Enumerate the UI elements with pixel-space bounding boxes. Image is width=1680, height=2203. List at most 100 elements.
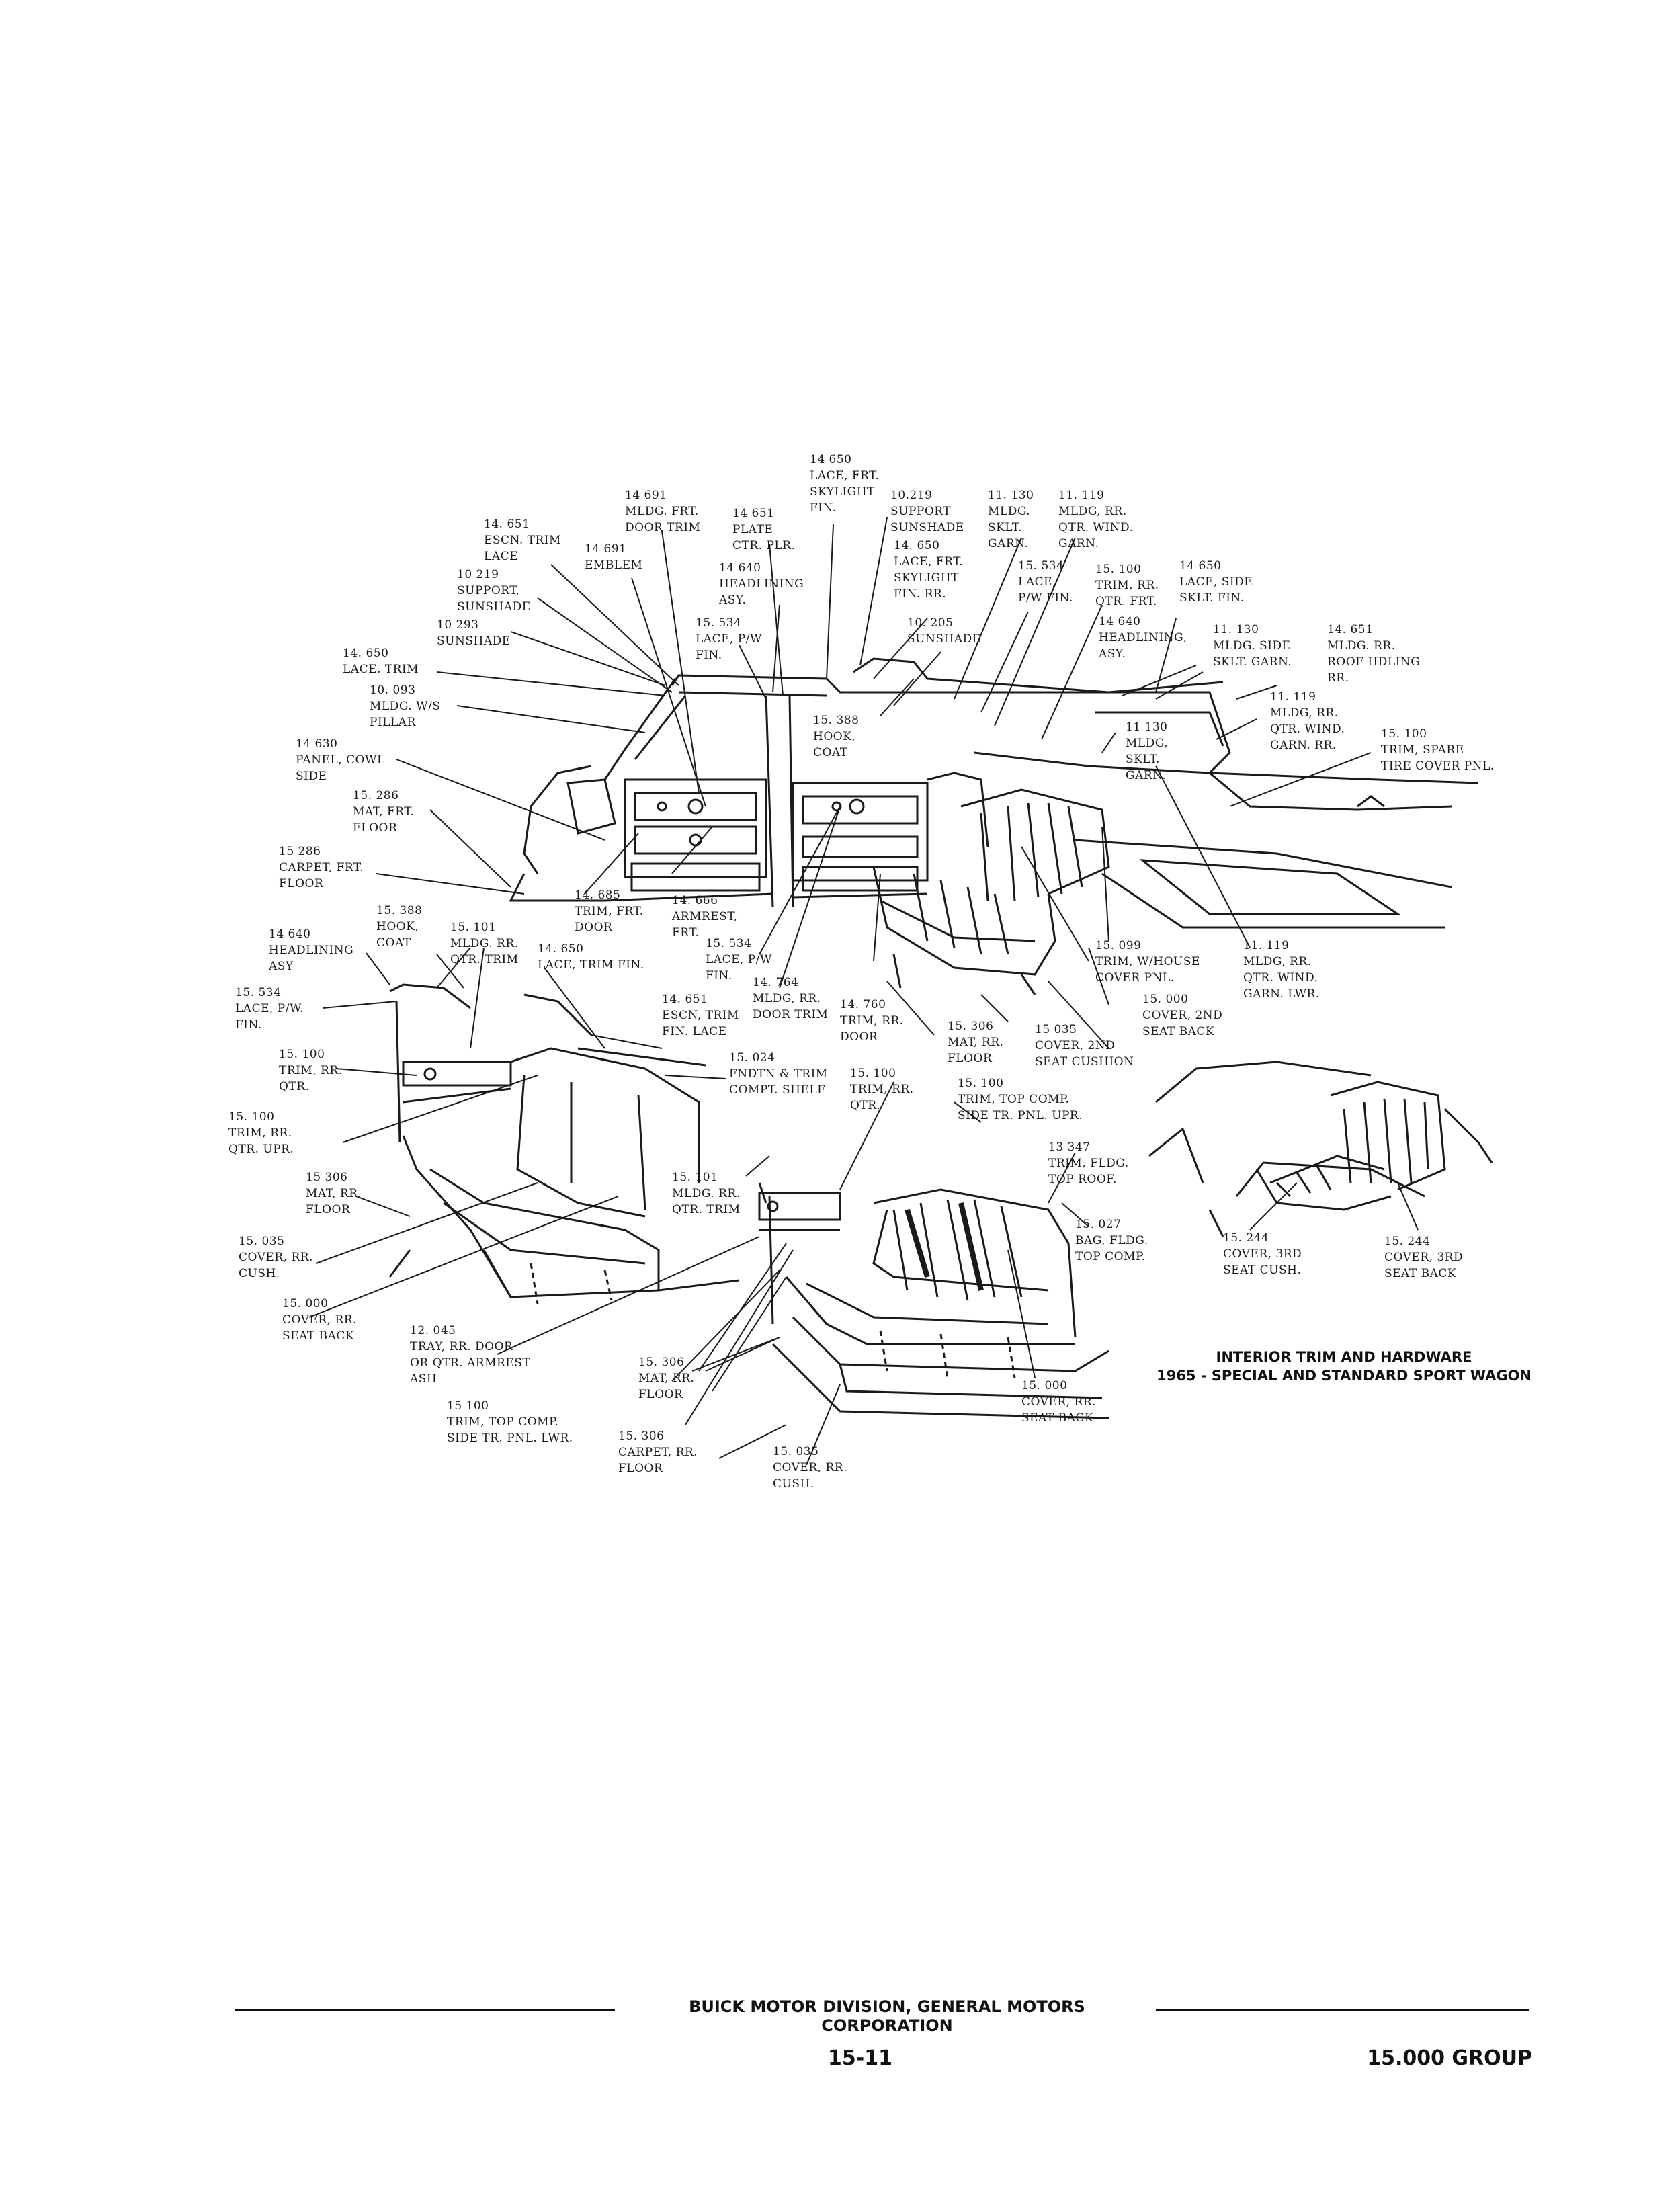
part-description: COVER, RR. [773,1461,847,1474]
part-number: 15. 027 [1075,1218,1122,1231]
part-description: QTR. [850,1099,881,1112]
part-number: 15. 100 [1095,563,1142,576]
part-number: 13 347 [1048,1140,1091,1154]
part-description: ASY. [1099,647,1126,661]
part-description: ESCN. TRIM [484,534,561,547]
part-description: SKYLIGHT [810,485,875,499]
part-number: 14 691 [585,542,627,556]
part-number: 14 630 [296,737,338,751]
part-number: 14. 650 [343,647,389,660]
leader-lines [308,517,1419,1466]
part-description: SEAT BACK [1384,1267,1457,1280]
part-description: MLDG. RR. [672,1187,741,1200]
part-number: 14. 651 [662,993,708,1006]
part-number: 11. 130 [1213,623,1259,636]
part-number: 14 640 [269,927,311,941]
part-description: COVER, 2ND [1035,1039,1116,1052]
part-description: TOP ROOF. [1048,1173,1117,1186]
part-description: COVER, 2ND [1142,1009,1223,1022]
part-number: 15. 306 [618,1429,665,1443]
part-description: FNDTN & TRIM [729,1067,828,1081]
part-description: ASH [410,1372,437,1386]
part-description: LACE, SIDE [1179,575,1253,589]
part-description: SEAT BACK [1021,1411,1094,1425]
part-number: 14 650 [1179,559,1222,573]
part-description: COVER, RR. [282,1313,357,1327]
part-number: 15. 534 [1018,559,1064,573]
part-description: GARN. [1058,537,1099,550]
part-number: 14. 760 [840,998,886,1011]
part-number: 15. 306 [638,1356,685,1369]
part-description: CARPET, FRT. [279,861,364,874]
part-number: 15. 388 [376,904,423,917]
group-label: 15.000 GROUP [1367,2046,1532,2070]
part-description: HEADLINING, [1099,631,1187,645]
part-number: 15. 000 [1142,993,1189,1006]
part-description: LACE. TRIM [343,663,419,676]
part-description: TRIM, RR. [228,1126,292,1140]
part-description: TRIM, RR. [840,1014,904,1028]
part-number: 15. 306 [948,1020,994,1033]
part-number: 15. 100 [958,1077,1004,1090]
part-number: 15. 000 [1021,1379,1068,1393]
part-number: 14 640 [719,561,761,575]
part-number: 10 293 [437,618,479,632]
part-description: SUNSHADE [437,634,511,648]
part-description: SKYLIGHT [894,571,959,585]
part-description: LACE, TRIM FIN. [538,958,644,972]
part-description: MLDG, RR. [1270,706,1339,720]
part-description: TRIM, TOP COMP. [447,1415,559,1429]
part-number: 14 651 [732,507,775,520]
part-description: SEAT CUSH. [1223,1263,1302,1277]
part-description: SUPPORT, [457,584,520,597]
part-description: SIDE TR. PNL. LWR. [447,1431,573,1445]
part-description: COVER, RR. [1021,1395,1096,1409]
part-number: 14. 764 [753,976,799,989]
part-description: TRIM, RR. [1095,579,1159,592]
part-description: FIN. [235,1018,262,1032]
footer-rule-right [1156,2009,1529,2011]
part-description: TRIM, W/HOUSE [1095,955,1200,968]
part-description: GARN. LWR. [1243,987,1320,1001]
part-description: SUNSHADE [457,600,531,614]
part-description: LACE, P/W [706,953,772,966]
part-description: CUSH. [773,1477,814,1491]
part-number: 15. 100 [228,1110,275,1124]
part-number: 15 286 [279,845,321,858]
part-description: MLDG. SIDE [1213,639,1291,653]
part-number: 14. 666 [672,894,718,907]
part-description: COVER, 3RD [1384,1251,1464,1264]
part-description: EMBLEM [585,558,643,572]
part-description: FLOOR [353,821,398,835]
part-number: 15. 100 [1381,727,1427,741]
part-number: 10. 093 [370,683,416,697]
part-number: 15. 534 [235,986,282,999]
part-number: 15. 101 [672,1171,718,1184]
